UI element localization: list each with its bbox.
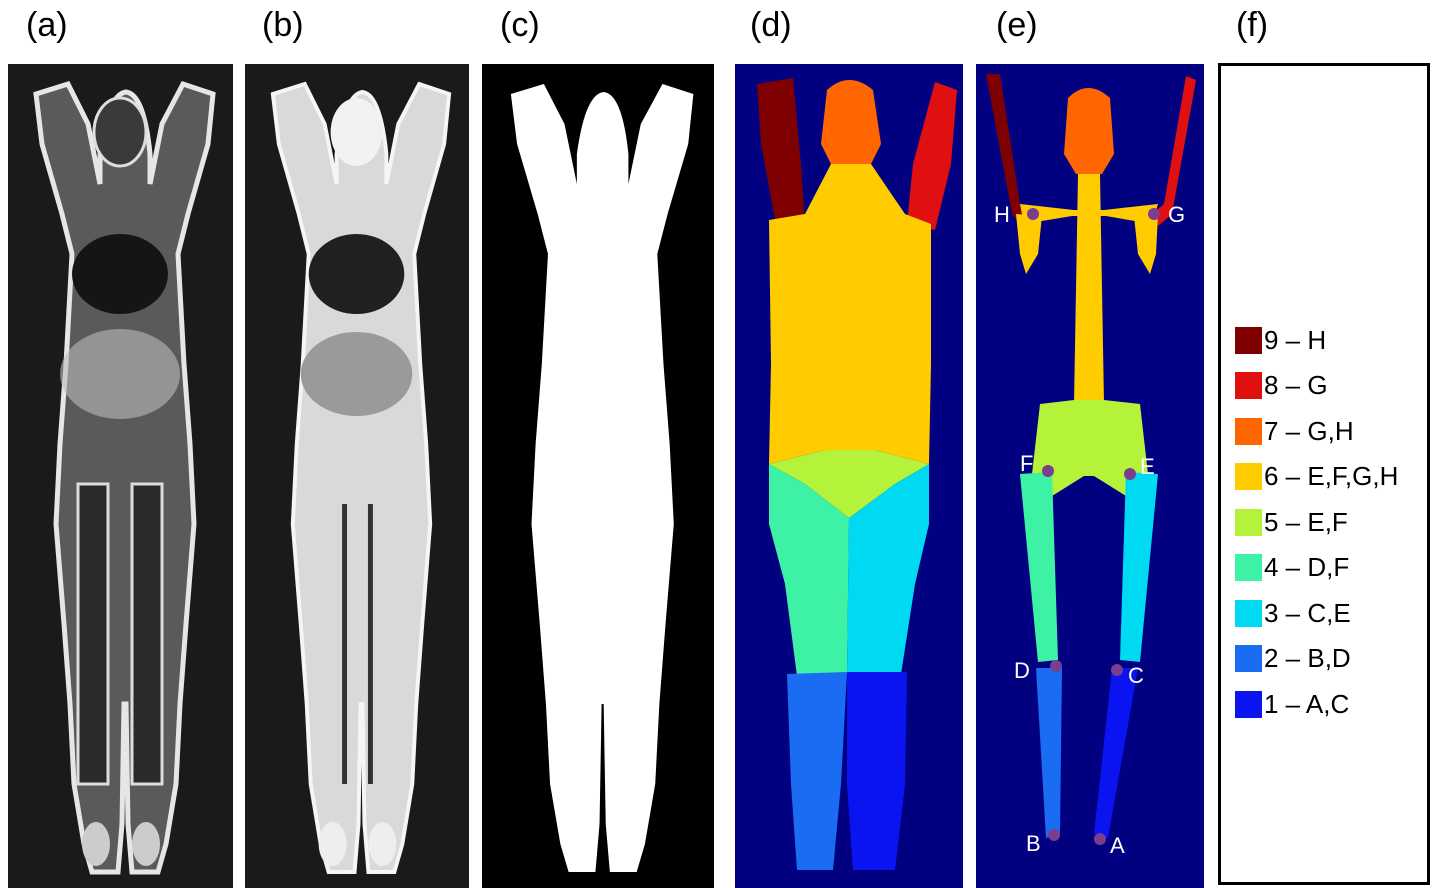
panel-label-a: (a) (26, 8, 68, 42)
legend-swatch (1235, 418, 1262, 445)
legend-swatch (1235, 509, 1262, 536)
region-7 (821, 80, 881, 164)
landmark-dot-c (1111, 664, 1123, 676)
legend-label: 7 – G,H (1264, 416, 1354, 447)
legend-item: 3 – C,E (1235, 595, 1351, 631)
landmark-dot-g (1148, 208, 1160, 220)
landmark-label-c: C (1128, 663, 1144, 688)
legend-item: 8 – G (1235, 368, 1328, 404)
landmark-label-g: G (1168, 202, 1185, 227)
legend-swatch (1235, 554, 1262, 581)
landmark-dot-d (1050, 660, 1062, 672)
legend-label: 4 – D,F (1264, 552, 1349, 583)
legend-item: 6 – E,F,G,H (1235, 459, 1398, 495)
legend-label: 5 – E,F (1264, 507, 1348, 538)
legend-item: 7 – G,H (1235, 413, 1354, 449)
landmark-label-b: B (1026, 831, 1041, 856)
panel-label-f: (f) (1236, 8, 1268, 42)
legend-swatch (1235, 645, 1262, 672)
landmark-dot-a (1094, 833, 1106, 845)
legend-swatch (1235, 463, 1262, 490)
landmark-label-e: E (1140, 454, 1155, 479)
legend-item: 5 – E,F (1235, 504, 1348, 540)
panel-f-legend: 9 – H 8 – G 7 – G,H 6 – E,F,G,H 5 – E,F 4 – D… (1218, 63, 1430, 885)
legend-label: 1 – A,C (1264, 689, 1349, 720)
landmark-dot-h (1027, 208, 1039, 220)
panel-label-c: (c) (500, 8, 540, 42)
bone-spine (1074, 174, 1104, 404)
legend-swatch (1235, 691, 1262, 718)
landmark-label-h: H (994, 202, 1010, 227)
panel-c-body-mask (482, 64, 714, 888)
legend-item: 1 – A,C (1235, 686, 1349, 722)
legend-label: 6 – E,F,G,H (1264, 461, 1398, 492)
landmark-dot-b (1048, 829, 1060, 841)
landmark-dot-f (1042, 465, 1054, 477)
panel-a-mri-image (8, 64, 233, 888)
legend-label: 8 – G (1264, 370, 1328, 401)
legend-item: 4 – D,F (1235, 550, 1349, 586)
legend-swatch (1235, 372, 1262, 399)
panel-label-b: (b) (262, 8, 304, 42)
panel-label-d: (d) (750, 8, 792, 42)
legend-swatch (1235, 327, 1262, 354)
bone-skull (1064, 88, 1114, 174)
legend-item: 9 – H (1235, 322, 1326, 358)
legend-label: 9 – H (1264, 325, 1326, 356)
panel-b-mri-image (245, 64, 469, 888)
landmark-label-d: D (1014, 658, 1030, 683)
region-1 (847, 672, 907, 870)
panel-e-skeleton-landmarks: H G F E D C B A (976, 64, 1204, 888)
panel-d-region-segmentation (735, 64, 963, 888)
legend-label: 3 – C,E (1264, 598, 1351, 629)
landmark-dot-e (1124, 468, 1136, 480)
legend-item: 2 – B,D (1235, 641, 1351, 677)
legend-swatch (1235, 600, 1262, 627)
landmark-label-f: F (1020, 451, 1033, 476)
legend-label: 2 – B,D (1264, 643, 1351, 674)
panel-label-e: (e) (996, 8, 1038, 42)
landmark-label-a: A (1110, 833, 1125, 858)
